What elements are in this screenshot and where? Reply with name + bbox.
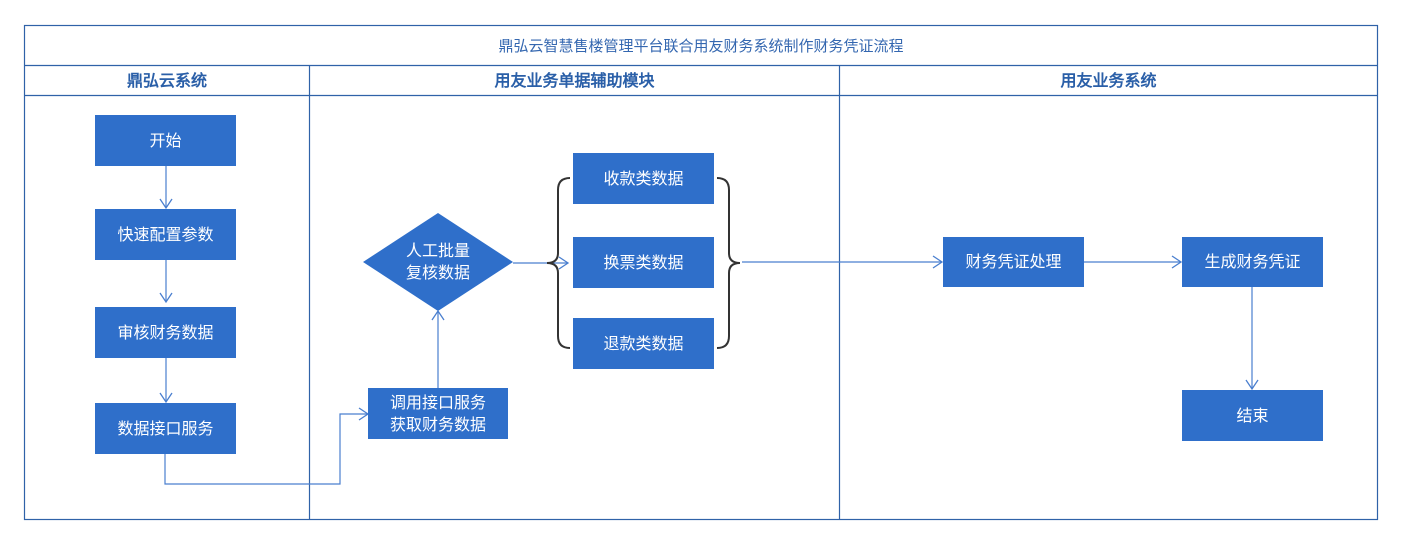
call-api-node[interactable]: 调用接口服务 获取财务数据	[368, 388, 508, 439]
exchange-data-node[interactable]: 换票类数据	[573, 237, 714, 288]
voucher-process-node[interactable]: 财务凭证处理	[943, 237, 1084, 287]
diagram-title: 鼎弘云智慧售楼管理平台联合用友财务系统制作财务凭证流程	[498, 36, 904, 55]
start-node[interactable]: 开始	[95, 115, 236, 166]
data-api-node[interactable]: 数据接口服务	[95, 403, 236, 454]
lane-header-yonyou-aux: 用友业务单据辅助模块	[494, 70, 655, 90]
config-params-node[interactable]: 快速配置参数	[95, 209, 236, 260]
manual-review-label: 人工批量 复核数据	[405, 241, 470, 282]
lane-header-dinghongyun: 鼎弘云系统	[126, 70, 207, 90]
arrow-api-call	[164, 407, 370, 485]
end-node[interactable]: 结束	[1182, 390, 1323, 441]
manual-review-diamond[interactable]	[363, 213, 513, 311]
left-brace	[546, 177, 571, 349]
generate-voucher-node[interactable]: 生成财务凭证	[1182, 237, 1323, 287]
outer-frame	[23, 24, 1379, 521]
right-brace	[716, 177, 741, 349]
review-finance-node[interactable]: 审核财务数据	[95, 307, 236, 358]
lane-header-yonyou-business: 用友业务系统	[1060, 70, 1157, 90]
receipt-data-node[interactable]: 收款类数据	[573, 153, 714, 204]
refund-data-node[interactable]: 退款类数据	[573, 318, 714, 369]
